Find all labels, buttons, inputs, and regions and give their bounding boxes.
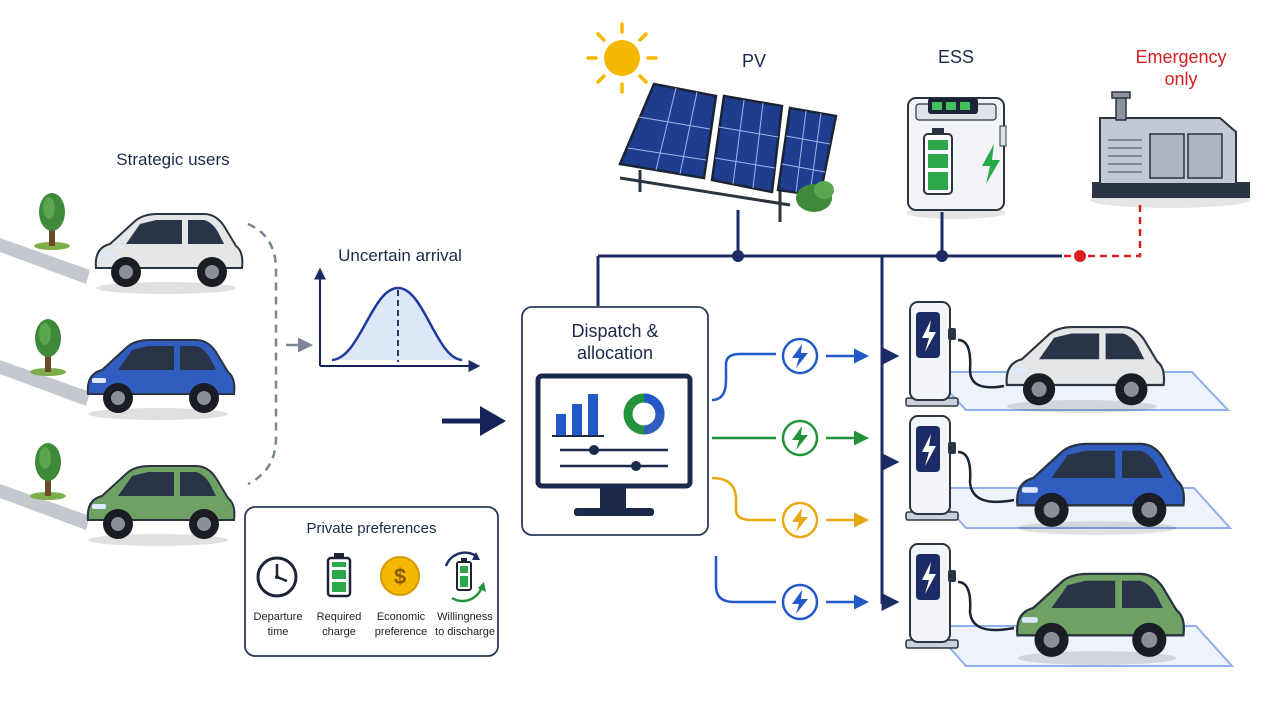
user-car-blue	[86, 339, 236, 421]
sun-icon	[586, 22, 658, 94]
user-car-green	[86, 465, 236, 547]
charger-2	[905, 415, 959, 521]
charger-1	[905, 301, 959, 407]
ess-label: ESS	[937, 47, 975, 67]
lane-1	[711, 337, 869, 402]
monitor-sliders-icon	[560, 445, 668, 471]
emergency-generator	[1090, 91, 1250, 208]
pv-panel-1	[618, 82, 718, 180]
lane-2-bolt-icon	[781, 419, 819, 457]
ess-bolt-icon	[982, 144, 1000, 184]
pv-panel-2	[710, 94, 784, 194]
chargers	[905, 301, 959, 649]
lane-3	[711, 476, 869, 539]
strategic-users-label: Strategic users	[116, 150, 230, 169]
battery-cycle-icon	[444, 551, 486, 603]
main-flow-arrow	[442, 406, 506, 436]
lane-4	[714, 556, 869, 621]
user-car-white	[94, 213, 244, 295]
monitor-donut-chart-icon	[623, 393, 665, 435]
pv-solar-array	[618, 82, 838, 222]
dispatch-box	[521, 306, 709, 536]
private-preferences-label: Private preferences	[306, 520, 437, 537]
charging-cables	[957, 338, 1015, 632]
pref-economic-preference-label: Economic preference	[374, 611, 428, 638]
lane-4-bolt-icon	[781, 583, 819, 621]
emergency-link	[1064, 200, 1142, 262]
charger-3	[905, 543, 959, 649]
lane-1-bolt-icon	[781, 337, 819, 375]
dispatch-lanes	[711, 337, 869, 621]
pv-bush	[796, 181, 834, 212]
arrival-bell-area	[332, 288, 462, 360]
arrival-distribution	[314, 267, 481, 372]
lane-2	[712, 419, 869, 457]
clock-icon	[256, 556, 298, 598]
trees	[30, 193, 70, 500]
ess-battery-cabinet	[906, 97, 1007, 219]
dispatch-label: Dispatch & allocation	[571, 321, 659, 363]
dollar-coin-icon: $	[380, 556, 420, 596]
battery-icon	[326, 553, 352, 598]
station-cars	[1005, 325, 1185, 666]
power-bus	[596, 210, 1062, 611]
users-bracket	[247, 222, 278, 486]
user-cars	[86, 213, 244, 547]
pv-label: PV	[741, 51, 766, 71]
pref-required-charge-label: Required charge	[316, 611, 362, 638]
pref-willingness-label: Willingness to discharge	[435, 611, 495, 638]
uncertain-arrival-label: Uncertain arrival	[338, 246, 462, 265]
emergency-label: Emergency only	[1135, 47, 1227, 89]
svg-text:$: $	[394, 564, 406, 589]
monitor-bar-chart-icon	[552, 394, 604, 437]
road-streaks	[0, 238, 90, 530]
arrival-bell-curve	[331, 286, 463, 362]
lane-3-bolt-icon	[781, 501, 819, 539]
preferences-box: $	[244, 506, 499, 657]
pref-departure-time-label: Departure time	[253, 611, 303, 638]
